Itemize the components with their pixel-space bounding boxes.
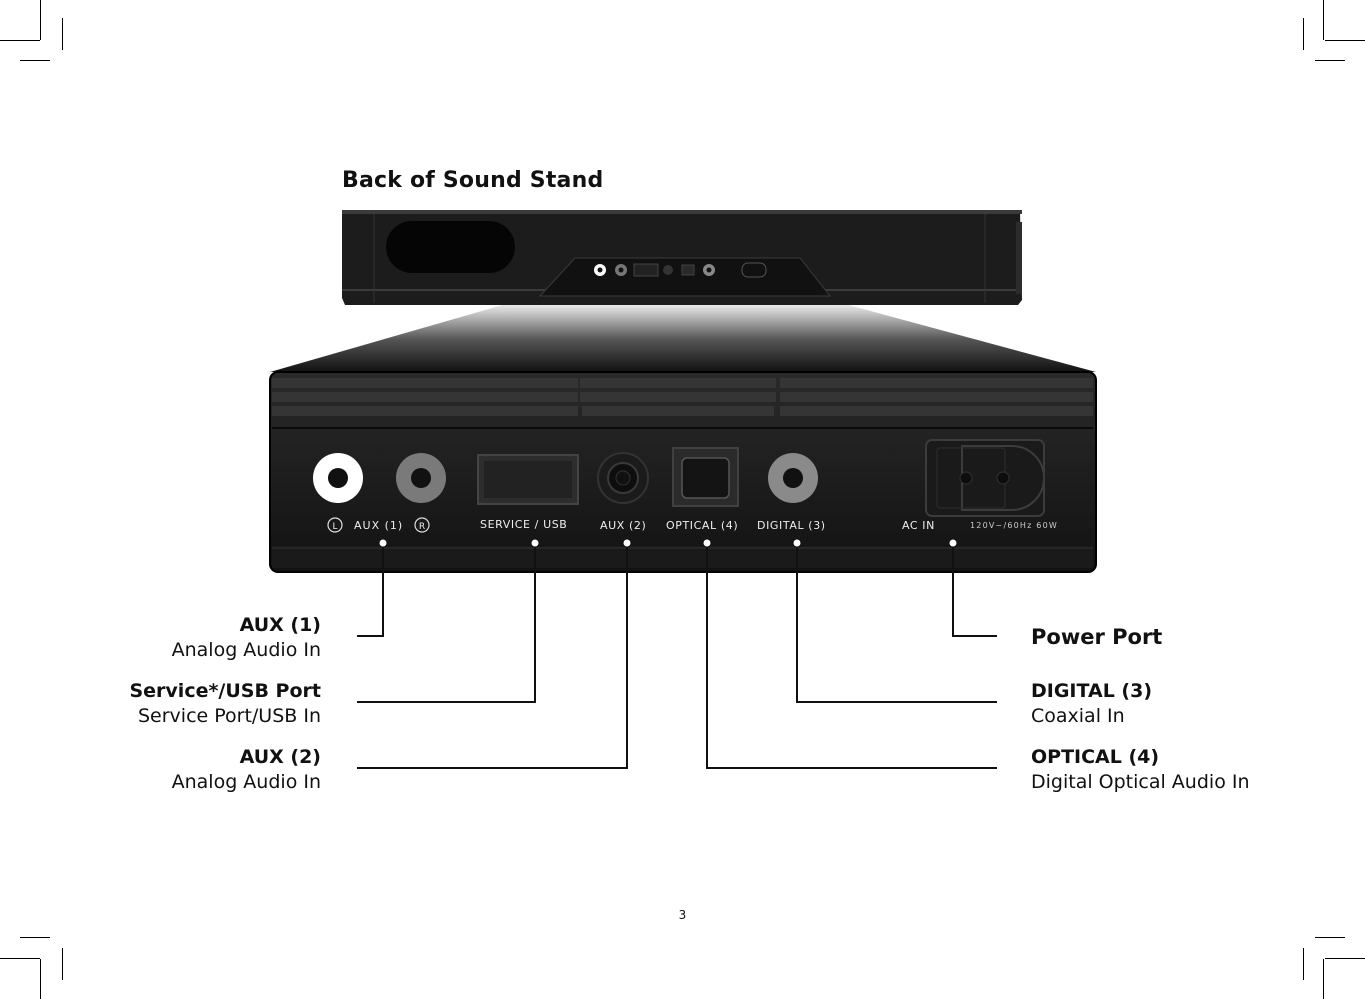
stand-thumbnail (342, 210, 1022, 305)
callout-optical-desc: Digital Optical Audio In (1031, 771, 1250, 793)
callout-digital-title: DIGITAL (3) (1031, 680, 1153, 702)
handle-recess (386, 221, 515, 273)
label-aux1: AUX (1) (354, 519, 403, 532)
label-aux2: AUX (2) (600, 519, 646, 532)
label-r: R (419, 522, 425, 532)
label-digital: DIGITAL (3) (757, 519, 826, 532)
rear-panel: L AUX (1) R SERVICE / USB AUX (2) OPTICA… (269, 371, 1097, 573)
leader-lines (357, 543, 997, 769)
callout-aux2-desc: Analog Audio In (171, 771, 321, 793)
label-service-usb: SERVICE / USB (480, 518, 567, 531)
callout-optical: OPTICAL (4) Digital Optical Audio In (1031, 745, 1250, 795)
leader-aux1 (357, 543, 384, 637)
leader-aux2 (357, 543, 628, 769)
callout-aux2: AUX (2) Analog Audio In (172, 745, 321, 795)
leader-digital (796, 543, 997, 703)
zoom-projection (270, 300, 1096, 372)
label-ac-in: AC IN (902, 519, 935, 532)
callout-digital: DIGITAL (3) Coaxial In (1031, 679, 1152, 729)
callout-power: Power Port (1031, 625, 1162, 650)
leader-dots (378, 538, 958, 548)
callout-aux2-title: AUX (2) (239, 746, 321, 768)
callout-aux1-title: AUX (1) (239, 614, 321, 636)
page-title: Back of Sound Stand (342, 168, 604, 193)
leader-power (952, 543, 997, 637)
callout-service: Service*/USB Port Service Port/USB In (129, 679, 321, 729)
callout-service-desc: Service Port/USB In (137, 705, 321, 727)
page-number: 3 (678, 908, 687, 922)
callout-digital-desc: Coaxial In (1031, 705, 1125, 727)
callout-service-title: Service*/USB Port (129, 680, 321, 702)
label-l: L (332, 522, 337, 532)
callout-optical-title: OPTICAL (4) (1031, 746, 1160, 768)
leader-optical (706, 543, 997, 769)
leader-service (357, 543, 536, 703)
label-optical: OPTICAL (4) (666, 519, 738, 532)
label-rating: 120V~/60Hz 60W (970, 521, 1058, 530)
callout-aux1-desc: Analog Audio In (171, 639, 321, 661)
ac-inlet (925, 439, 1045, 517)
callout-aux1: AUX (1) Analog Audio In (172, 613, 321, 663)
callout-power-title: Power Port (1031, 625, 1163, 649)
